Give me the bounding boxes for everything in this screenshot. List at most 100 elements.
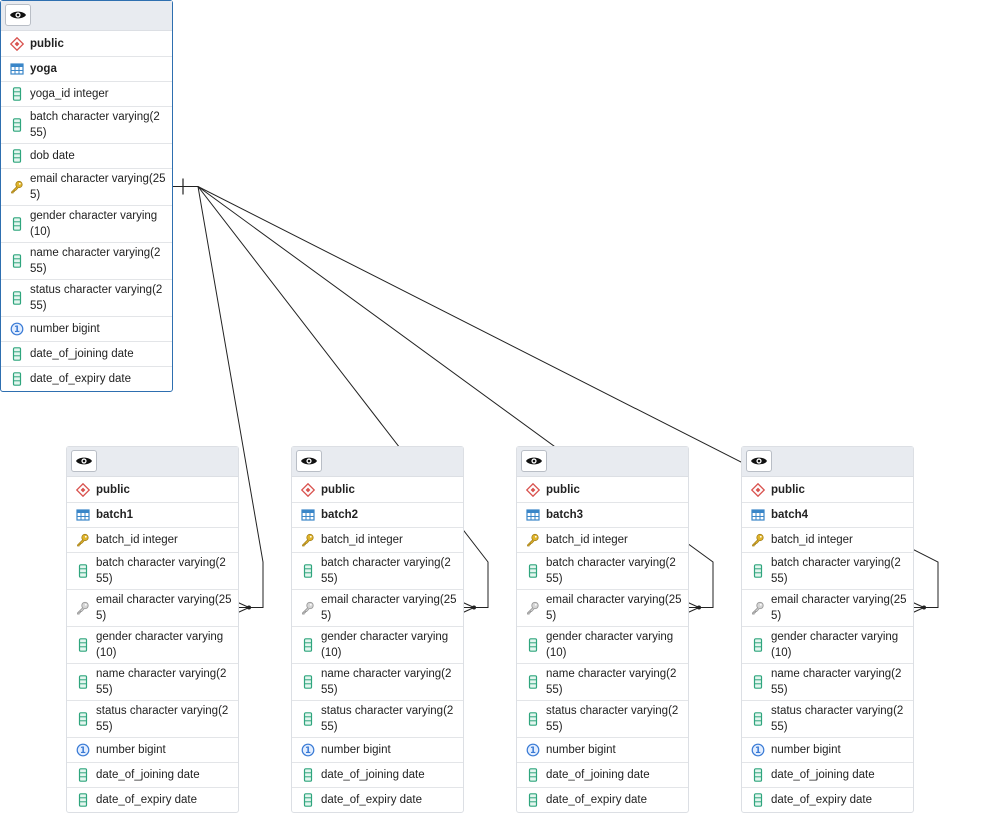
column-row[interactable]: date_of_joining date: [742, 762, 913, 787]
column-icon: [76, 768, 90, 782]
schema-row[interactable]: public: [1, 31, 172, 56]
many-cardinality-marker: [237, 607, 250, 613]
column-row[interactable]: status character varying(255): [67, 700, 238, 737]
column-row[interactable]: gender character varying(10): [67, 626, 238, 663]
column-icon: [526, 793, 540, 807]
schema-icon: [76, 482, 90, 497]
sequence-column-icon: 1: [10, 322, 24, 336]
column-row[interactable]: date_of_expiry date: [292, 787, 463, 812]
column-row[interactable]: date_of_joining date: [517, 762, 688, 787]
table-name-row[interactable]: batch1: [67, 502, 238, 527]
eye-icon[interactable]: [5, 4, 31, 26]
column-row[interactable]: name character varying(255): [517, 663, 688, 700]
column-row-label: email character varying(255): [771, 594, 907, 622]
column-row[interactable]: batch character varying(255): [1, 106, 172, 143]
column-row-label: email character varying(255): [30, 173, 166, 201]
column-row-label: email character varying(255): [546, 594, 682, 622]
table-name-row[interactable]: batch2: [292, 502, 463, 527]
column-row[interactable]: email character varying(255): [742, 589, 913, 626]
primary-key-icon: [526, 533, 540, 547]
schema-row[interactable]: public: [517, 477, 688, 502]
column-row[interactable]: status character varying(255): [1, 279, 172, 316]
column-icon: [751, 638, 765, 652]
column-row[interactable]: name character varying(255): [67, 663, 238, 700]
column-row[interactable]: email character varying(255): [67, 589, 238, 626]
column-row[interactable]: email character varying(255): [1, 168, 172, 205]
column-row[interactable]: date_of_expiry date: [67, 787, 238, 812]
column-row[interactable]: status character varying(255): [292, 700, 463, 737]
column-row[interactable]: email character varying(255): [517, 589, 688, 626]
column-row-label: date_of_expiry date: [96, 794, 198, 806]
column-row[interactable]: batch character varying(255): [292, 552, 463, 589]
column-row[interactable]: status character varying(255): [742, 700, 913, 737]
column-row[interactable]: batch_id integer: [517, 527, 688, 552]
column-row[interactable]: date_of_expiry date: [1, 366, 172, 391]
column-row[interactable]: date_of_expiry date: [517, 787, 688, 812]
column-row[interactable]: yoga_id integer: [1, 81, 172, 106]
column-icon: [526, 564, 540, 578]
eye-icon[interactable]: [746, 450, 772, 472]
column-row-label: date_of_expiry date: [321, 794, 423, 806]
column-row-label: batch_id integer: [96, 534, 178, 546]
link-endpoint-dot: [247, 605, 251, 610]
eye-icon[interactable]: [71, 450, 97, 472]
column-row[interactable]: email character varying(255): [292, 589, 463, 626]
many-cardinality-marker: [912, 607, 925, 613]
column-icon: [526, 675, 540, 689]
column-row-label: date_of_joining date: [546, 769, 650, 781]
column-icon: [10, 87, 24, 101]
column-row[interactable]: batch character varying(255): [742, 552, 913, 589]
table-node-header: [517, 447, 688, 477]
column-row[interactable]: name character varying(255): [1, 242, 172, 279]
schema-row[interactable]: public: [292, 477, 463, 502]
column-row[interactable]: gender character varying(10): [742, 626, 913, 663]
column-row[interactable]: batch_id integer: [67, 527, 238, 552]
column-row[interactable]: batch_id integer: [292, 527, 463, 552]
column-row[interactable]: name character varying(255): [292, 663, 463, 700]
column-row[interactable]: batch character varying(255): [517, 552, 688, 589]
table-name-row[interactable]: batch4: [742, 502, 913, 527]
column-row[interactable]: date_of_joining date: [1, 341, 172, 366]
column-row[interactable]: date_of_expiry date: [742, 787, 913, 812]
column-row[interactable]: dob date: [1, 143, 172, 168]
eye-icon[interactable]: [521, 450, 547, 472]
table-icon: [751, 508, 765, 522]
column-row-label: name character varying(255): [96, 668, 227, 696]
table-name-row-label: yoga: [30, 63, 57, 75]
eye-icon[interactable]: [296, 450, 322, 472]
column-row[interactable]: status character varying(255): [517, 700, 688, 737]
column-icon: [526, 768, 540, 782]
column-row[interactable]: gender character varying(10): [1, 205, 172, 242]
column-row[interactable]: gender character varying(10): [517, 626, 688, 663]
column-row-label: batch character varying(255): [546, 557, 676, 585]
column-row[interactable]: batch character varying(255): [67, 552, 238, 589]
column-row-label: number bigint: [321, 744, 391, 756]
table-name-row[interactable]: batch3: [517, 502, 688, 527]
link-endpoint-dot: [922, 605, 926, 610]
table-name-row-label: batch4: [771, 509, 809, 521]
table-name-row[interactable]: yoga: [1, 56, 172, 81]
column-row-label: date_of_expiry date: [546, 794, 648, 806]
column-row[interactable]: name character varying(255): [742, 663, 913, 700]
schema-row[interactable]: public: [742, 477, 913, 502]
column-row[interactable]: date_of_joining date: [67, 762, 238, 787]
column-row[interactable]: gender character varying(10): [292, 626, 463, 663]
column-row-label: date_of_joining date: [771, 769, 875, 781]
column-row[interactable]: date_of_joining date: [292, 762, 463, 787]
column-row[interactable]: batch_id integer: [742, 527, 913, 552]
schema-row[interactable]: public: [67, 477, 238, 502]
table-icon: [526, 508, 540, 522]
svg-text:1: 1: [14, 325, 20, 335]
column-row-label: gender character varying(10): [96, 631, 224, 659]
